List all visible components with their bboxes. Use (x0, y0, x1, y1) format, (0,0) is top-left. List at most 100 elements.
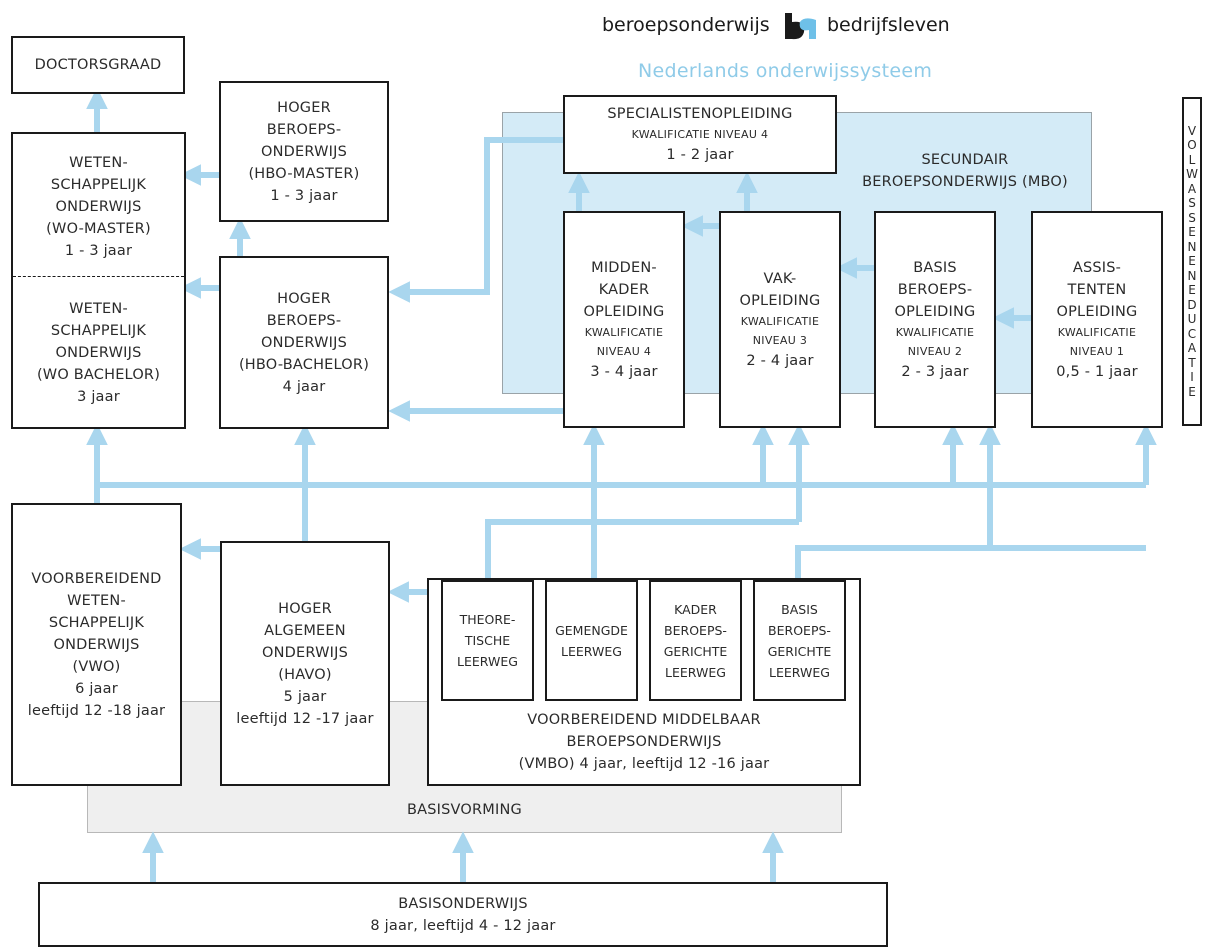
vmbo-text-line-3: (VMBO) 4 jaar, leeftijd 12 -16 jaar (518, 756, 770, 772)
vak-l5: 2 - 4 jaar (746, 352, 814, 369)
box-hbo-bachelor-line-1: HOGER (277, 290, 331, 307)
box-hbo-master-line-1: HOGER (277, 99, 331, 116)
wo-bachelor-content: WETEN- SCHAPPELIJK ONDERWIJS (WO BACHELOR) 3… (13, 290, 184, 416)
box-vwo-line-5: (VWO) (72, 658, 121, 675)
wo-bachelor-content-line-5: 3 jaar (77, 389, 120, 405)
volwassenen-letter: A (1187, 341, 1197, 356)
box-hbo-bachelor-line-2: BEROEPS- (266, 312, 342, 329)
wo-bachelor-content-line-3: ONDERWIJS (55, 345, 142, 361)
bb-l3: OPLEIDING (894, 303, 976, 320)
wo-bachelor-content-line-1: WETEN- (69, 301, 128, 317)
bb-l4: KWALIFICATIE (895, 325, 975, 339)
bb-l1: BASIS (913, 259, 957, 276)
bb-l2: BEROEPS- (897, 281, 973, 298)
volwassenen-letter: A (1187, 181, 1197, 196)
box-hbo-bachelor-line-3: ONDERWIJS (261, 334, 347, 351)
basisvorming-label: BASISVORMING (87, 792, 842, 828)
mbo-label-line-1: SECUNDAIR (921, 152, 1009, 168)
mk-l1: MIDDEN- (591, 259, 657, 276)
as-l5: NIVEAU 1 (1069, 344, 1125, 358)
bb-l5: NIVEAU 2 (907, 344, 963, 358)
volwassenen-letter: E (1188, 254, 1196, 269)
mk-l3: OPLEIDING (583, 303, 665, 320)
box-doctorsgraad: DOCTORSGRAAD (11, 36, 185, 94)
wo-divider (13, 276, 184, 277)
wo-master-content-line-2: SCHAPPELIJK (50, 177, 147, 193)
vak-l4: NIVEAU 3 (752, 333, 808, 347)
box-kader-leerweg-line-4: LEERWEG (665, 664, 726, 680)
volwassenen-letter: D (1187, 297, 1197, 312)
box-assistentenopleiding: ASSIS- TENTEN OPLEIDING KWALIFICATIE NIV… (1031, 211, 1163, 428)
box-hbo-bachelor-line-5: 4 jaar (282, 378, 326, 395)
volwassenen-letter: W (1186, 167, 1198, 182)
vak-l1: VAK- (763, 270, 797, 287)
box-kader-leerweg-line-2: BEROEPS- (664, 622, 727, 638)
wo-master-content-line-4: (WO-MASTER) (46, 221, 151, 237)
box-basisonderwijs: BASISONDERWIJS 8 jaar, leeftijd 4 - 12 ja… (38, 882, 888, 947)
box-theoretische-leerweg-line-1: THEORE- (459, 612, 516, 627)
wo-bachelor-content-line-4: (WO BACHELOR) (36, 367, 161, 383)
box-vwo-line-1: VOORBEREIDEND (31, 570, 162, 587)
box-basis-leerweg-line-4: LEERWEG (769, 664, 830, 680)
box-hbo-master-line-5: 1 - 3 jaar (270, 187, 338, 204)
as-l2: TENTEN (1067, 281, 1127, 298)
mk-l2: KADER (598, 281, 650, 298)
volwassenen-letter: U (1187, 312, 1197, 327)
box-havo-line-6: leeftijd 12 -17 jaar (236, 710, 374, 727)
box-kader-leerweg: KADER BEROEPS- GERICHTE LEERWEG (649, 580, 742, 701)
as-l3: OPLEIDING (1056, 303, 1138, 320)
box-basis-leerweg-line-2: BEROEPS- (768, 622, 831, 638)
volwassenen-letter: L (1188, 152, 1196, 167)
sbb-logo-icon (785, 13, 816, 40)
box-kader-leerweg-line-1: KADER (674, 601, 717, 617)
vak-l3: KWALIFICATIE (740, 314, 820, 328)
as-l1: ASSIS- (1072, 259, 1122, 276)
box-kader-leerweg-line-3: GERICHTE (663, 643, 728, 659)
volwassenen-letter: N (1187, 239, 1197, 254)
box-basisonderwijs-line-1: BASISONDERWIJS (398, 895, 528, 912)
box-vwo-line-7: leeftijd 12 -18 jaar (27, 702, 166, 719)
volwassenen-letter: S (1188, 196, 1196, 211)
specialisten-title: SPECIALISTENOPLEIDING (607, 106, 793, 122)
box-basis-leerweg-line-1: BASIS (781, 601, 818, 617)
basisvorming-label-line-1: BASISVORMING (407, 802, 522, 818)
box-vwo-line-2: WETEN- (67, 592, 126, 609)
wo-master-content-line-3: ONDERWIJS (55, 199, 142, 215)
mbo-label-line-2: BEROEPSONDERWIJS (MBO) (862, 174, 1068, 190)
box-vwo-line-4: ONDERWIJS (53, 636, 140, 653)
as-l4: KWALIFICATIE (1057, 325, 1137, 339)
box-theoretische-leerweg-line-3: LEERWEG (457, 654, 518, 669)
box-gemengde-leerweg-line-1: GEMENGDE (555, 622, 628, 638)
mk-l6: 3 - 4 jaar (590, 363, 658, 380)
volwassenen-letter: C (1187, 326, 1197, 341)
page-title: Nederlands onderwijssysteem (638, 60, 933, 82)
box-vakopleiding: VAK- OPLEIDING KWALIFICATIE NIVEAU 3 2 -… (719, 211, 841, 428)
box-specialistenopleiding: SPECIALISTENOPLEIDING KWALIFICATIE NIVEA… (563, 95, 837, 174)
bb-l6: 2 - 3 jaar (901, 363, 969, 380)
line-basis-lw (795, 545, 1146, 580)
box-hbo-bachelor: HOGER BEROEPS- ONDERWIJS (HBO-BACHELOR) 4 ja… (219, 256, 389, 429)
specialisten-duur: 1 - 2 jaar (666, 147, 734, 163)
volwassenen-letter: I (1190, 370, 1194, 385)
box-middenkader: MIDDEN- KADER OPLEIDING KWALIFICATIE NIV… (563, 211, 685, 428)
box-hbo-bachelor-line-4: (HBO-BACHELOR) (238, 356, 370, 373)
box-basisberoepsopleiding: BASIS BEROEPS- OPLEIDING KWALIFICATIE NI… (874, 211, 996, 428)
box-vwo-line-3: SCHAPPELIJK (48, 614, 145, 631)
box-basisonderwijs-line-2: 8 jaar, leeftijd 4 - 12 jaar (370, 917, 556, 934)
volwassenen-letter: E (1188, 225, 1196, 240)
vak-l2: OPLEIDING (739, 292, 821, 309)
box-hbo-master-line-4: (HBO-MASTER) (248, 165, 360, 182)
wo-bachelor-content-line-2: SCHAPPELIJK (50, 323, 147, 339)
as-l6: 0,5 - 1 jaar (1056, 363, 1138, 380)
box-havo-line-4: (HAVO) (278, 666, 332, 683)
box-doctorsgraad-line-1: DOCTORSGRAAD (34, 57, 162, 73)
mk-l5: NIVEAU 4 (596, 344, 652, 358)
volwassenen-letter: E (1188, 384, 1196, 399)
